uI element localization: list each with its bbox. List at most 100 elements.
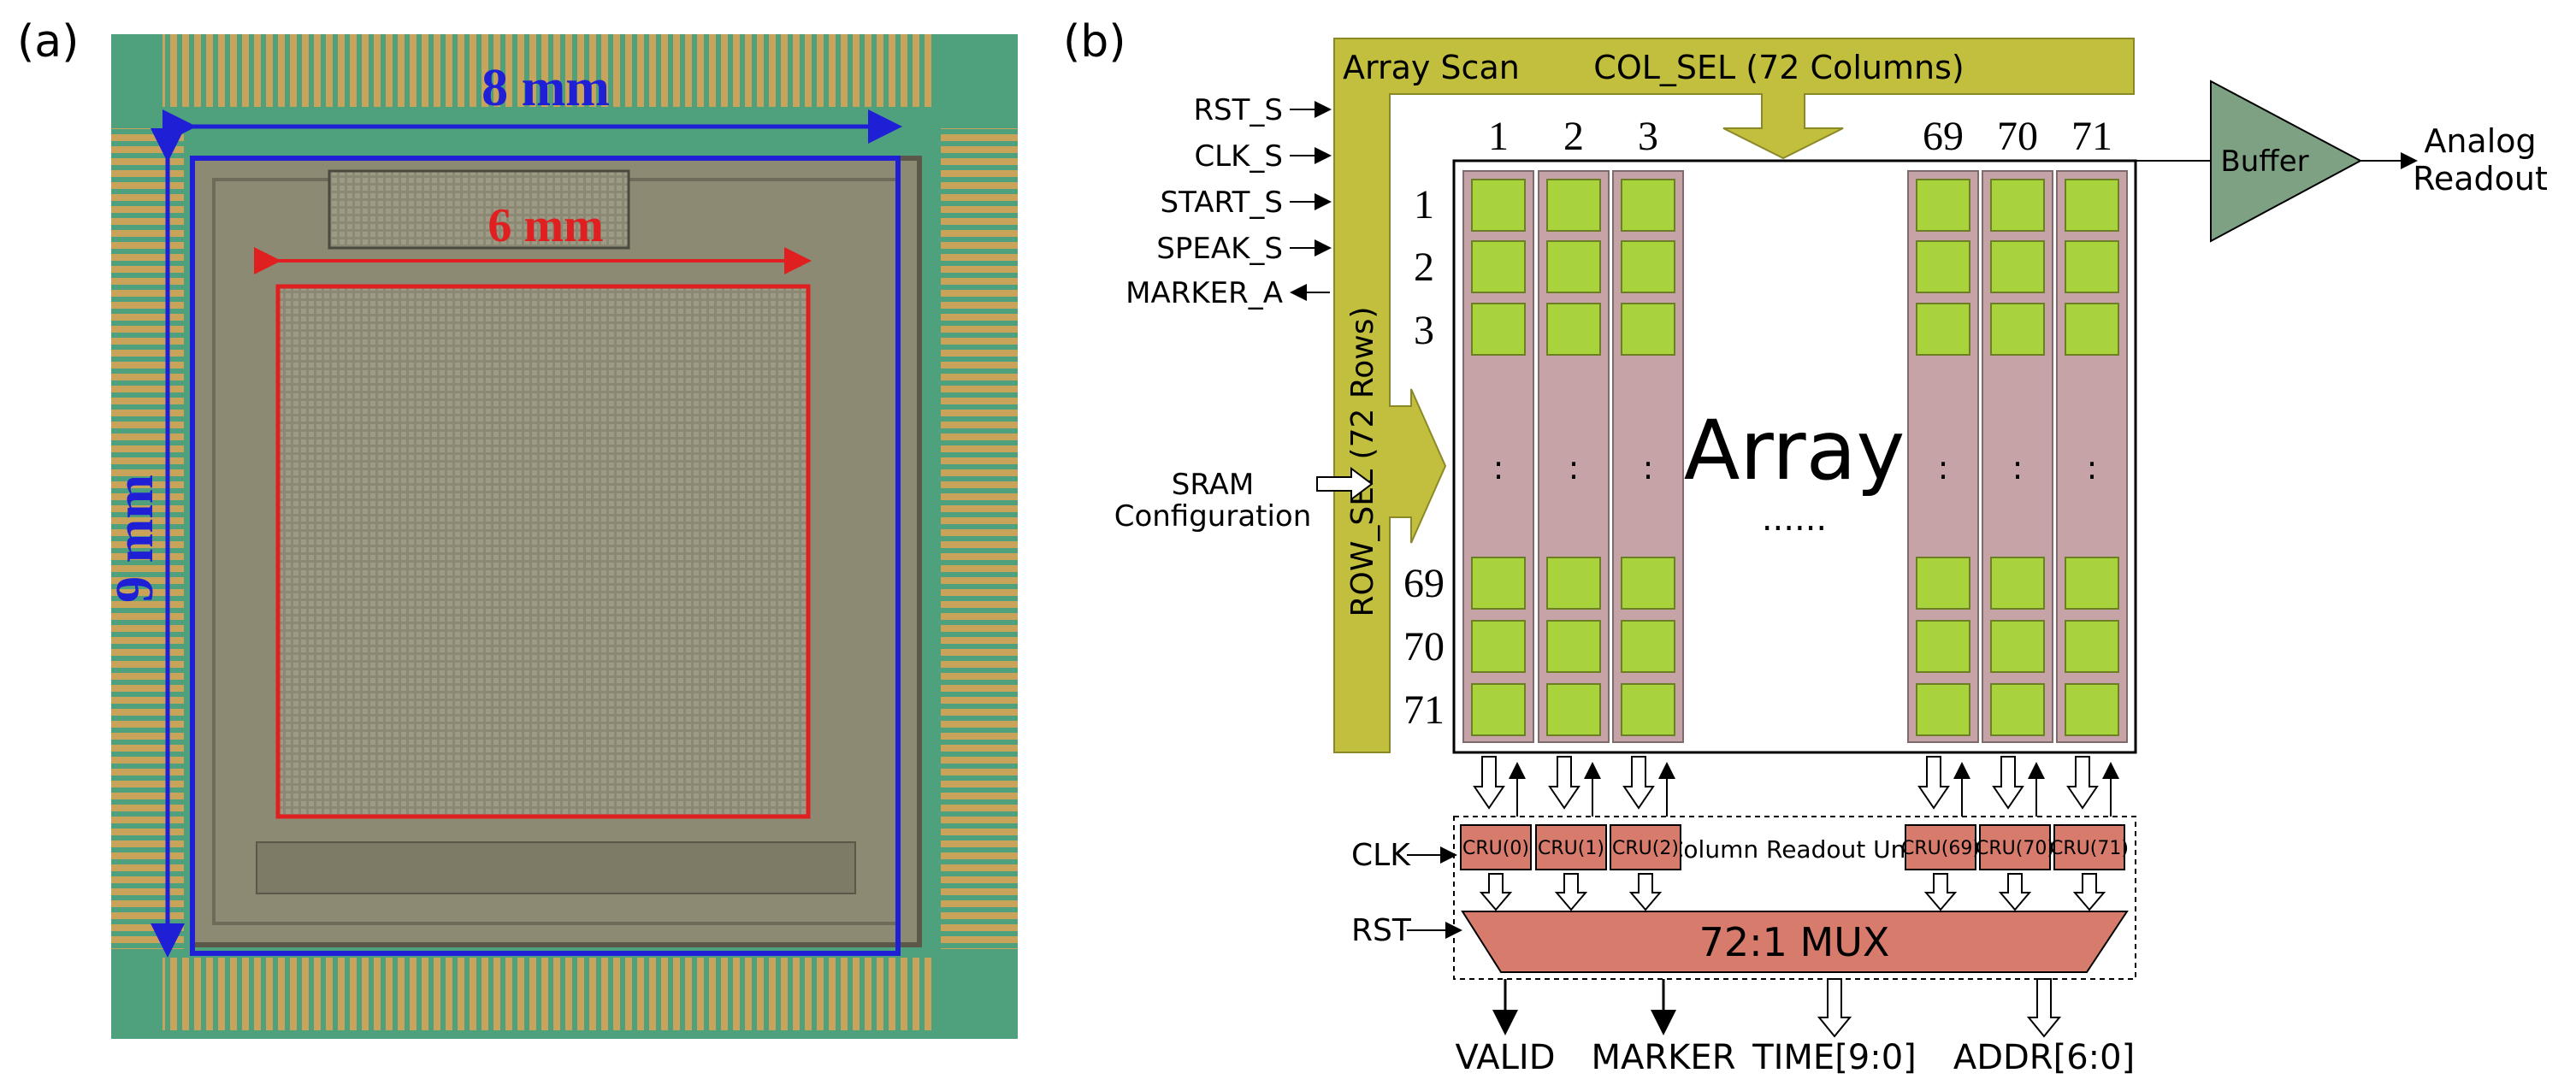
pixel-cell	[1546, 683, 1601, 736]
pixel-cell	[1621, 620, 1675, 673]
analog-readout-label-2: Readout	[2413, 160, 2548, 198]
column-down-arrow	[1992, 756, 2024, 810]
inner-dim-label: 6 mm	[487, 199, 603, 252]
pixel-cell	[1471, 240, 1526, 293]
outer-dim-v-label: 9 mm	[106, 475, 164, 603]
signal-marker-a: MARKER_A	[1126, 276, 1283, 310]
pixel-cell	[1916, 179, 1970, 232]
pixel-cell	[1990, 557, 2045, 610]
bottom-pins	[162, 958, 932, 1030]
pixel-cell	[1990, 240, 2045, 293]
cru-mux-arrow	[1998, 873, 2032, 911]
pixel-cell	[1621, 557, 1675, 610]
signal-rst-s: RST_S	[1193, 93, 1283, 127]
cru-mux-arrow	[2072, 873, 2106, 911]
column-down-arrow	[1622, 756, 1655, 810]
buffer-triangle	[2210, 80, 2363, 243]
row-number: 71	[1403, 687, 1445, 733]
clk-label: CLK	[1351, 838, 1411, 873]
column-down-arrow	[1473, 756, 1505, 810]
right-pins	[941, 128, 1018, 949]
cru-label: CRU(2)	[1612, 838, 1679, 859]
cru-row-label: Column Readout Unit	[1667, 835, 1922, 864]
cru-mux-arrow	[1554, 873, 1588, 911]
column-down-arrow	[1548, 756, 1580, 810]
signal-clk-s: CLK_S	[1194, 139, 1283, 174]
cru-box	[1535, 824, 1607, 870]
mux-shape	[1461, 911, 2129, 973]
cru-mux-arrow	[1479, 873, 1513, 911]
array-dots: ......	[1762, 499, 1827, 539]
top-circuit-block	[328, 169, 630, 250]
pixel-cell	[1916, 620, 1970, 673]
pixel-cell	[2065, 179, 2119, 232]
column-vdots: :	[1938, 449, 1949, 487]
left-signals: RST_S CLK_S START_S SPEAK_S MARKER_A SRA…	[1114, 93, 1374, 534]
panel-b-label: (b)	[1063, 16, 1126, 68]
row-numbers: 1 2 3 69 70 71	[1403, 182, 1445, 733]
cru-box	[1610, 824, 1681, 870]
rst-label: RST	[1351, 913, 1412, 948]
pixel-columns: ::::::	[1462, 170, 2128, 817]
row-number: 2	[1414, 245, 1434, 290]
pixel-cell	[1916, 303, 1970, 356]
pixel-cell	[1546, 179, 1601, 232]
readout-section: Column Readout Unit 72:1 MUX CLK RST CRU…	[1351, 816, 2136, 980]
outer-boundary	[190, 156, 901, 956]
pixel-cell	[2065, 620, 2119, 673]
pixel-cell	[2065, 557, 2119, 610]
col-sel-label: COL_SEL (72 Columns)	[1593, 49, 1964, 86]
sram-hollow-arrow	[1316, 467, 1374, 501]
array-scan-label: Array Scan	[1343, 49, 1520, 86]
pixel-cell	[2065, 683, 2119, 736]
mux-label: 72:1 MUX	[1699, 919, 1890, 965]
analog-readout-label-1: Analog	[2424, 122, 2536, 160]
array-scan-shape	[1333, 38, 2135, 753]
bottom-readout-block	[256, 841, 856, 894]
row-number: 1	[1414, 182, 1434, 227]
column-vdots: :	[1643, 449, 1654, 487]
panel-a-label: (a)	[17, 16, 79, 68]
signal-speak-s: SPEAK_S	[1156, 232, 1283, 266]
top-pins	[162, 34, 932, 107]
cru-label: CRU(69)	[1901, 838, 1980, 859]
cru-box	[2053, 824, 2125, 870]
output-time-hollow-arrow	[1817, 978, 1852, 1038]
inner-boundary	[275, 284, 811, 819]
pixel-cell	[1621, 240, 1675, 293]
column-down-arrow	[2066, 756, 2099, 810]
output-marker: MARKER	[1592, 1038, 1736, 1077]
cru-box	[1460, 824, 1532, 870]
pixel-cell	[1916, 683, 1970, 736]
buffer-block: Buffer Analog Readout	[2136, 80, 2548, 243]
row-sel-label: ROW_SEL (72 Rows)	[1345, 306, 1380, 616]
pixel-cell	[2065, 303, 2119, 356]
outputs: VALID MARKER TIME[9:0] ADDR[6:0]	[1455, 978, 2135, 1077]
pixel-cell	[1471, 557, 1526, 610]
cru-label: CRU(70)	[1976, 838, 2054, 859]
pixel-cell	[2065, 240, 2119, 293]
output-addr: ADDR[6:0]	[1953, 1038, 2135, 1077]
pixel-cell	[1546, 240, 1601, 293]
cru-box	[1979, 824, 2051, 870]
array-scan-block: Array Scan COL_SEL (72 Columns) ROW_SEL …	[1333, 38, 2135, 753]
pixel-cell	[1990, 179, 2045, 232]
column-vdots: :	[1493, 449, 1504, 487]
pixel-cell	[1546, 557, 1601, 610]
col-number: 3	[1638, 114, 1658, 159]
column-vdots: :	[2012, 449, 2024, 487]
cru-label: CRU(71)	[2050, 838, 2129, 859]
pixel-cell	[1990, 683, 2045, 736]
cru-label: CRU(1)	[1538, 838, 1604, 859]
column-numbers: 1 2 3 69 70 71	[1488, 114, 2112, 159]
row-number: 69	[1403, 561, 1445, 606]
col-number: 69	[1923, 114, 1964, 159]
cru-label: CRU(0)	[1462, 838, 1529, 859]
row-number: 3	[1414, 308, 1434, 353]
row-number: 70	[1403, 624, 1445, 669]
readout-dashed-box	[1453, 816, 2136, 980]
column-down-arrow	[1917, 756, 1950, 810]
output-addr-hollow-arrow	[2026, 978, 2062, 1038]
pixel-array-area	[278, 286, 808, 817]
output-time: TIME[9:0]	[1752, 1038, 1917, 1077]
